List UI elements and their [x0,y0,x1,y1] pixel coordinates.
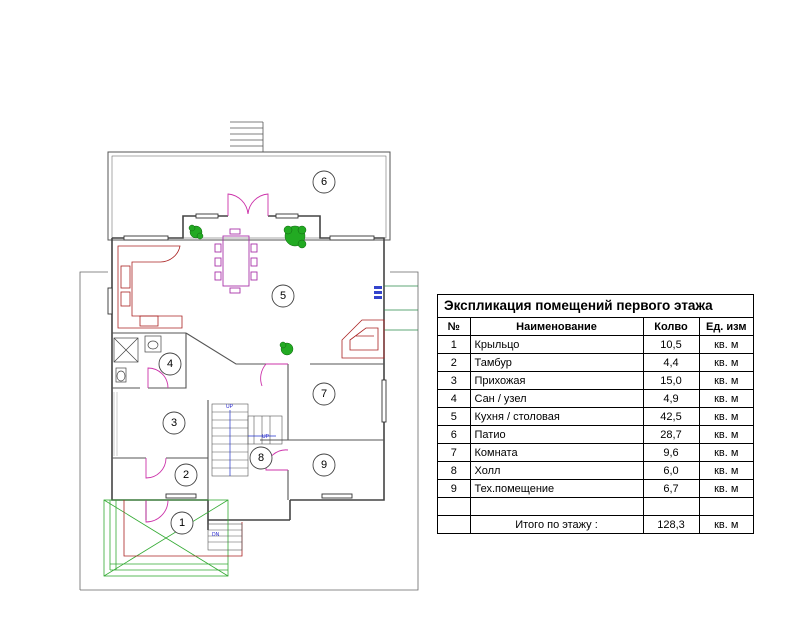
table-row: 5 Кухня / столовая 42,5 кв. м [438,407,753,426]
row-unit: кв. м [698,407,753,426]
row-unit: кв. м [698,389,753,408]
row-number: 1 [438,335,471,354]
kitchen-counter [117,245,183,329]
table-row: 7 Комната 9,6 кв. м [438,443,753,462]
side-frame [384,285,418,331]
header-unit: Ед. изм [698,318,753,336]
row-number: 5 [438,407,471,426]
total-unit: кв. м [698,515,753,533]
header-name: Наименование [469,318,644,336]
total-quantity: 128,3 [642,515,700,533]
table-row: 2 Тамбур 4,4 кв. м [438,353,753,372]
row-name: Комната [469,443,644,462]
room-schedule-table: Экспликация помещений первого этажа № На… [437,294,754,534]
room-number: 5 [280,290,286,302]
schedule-title: Экспликация помещений первого этажа [438,295,753,318]
bathroom-fixtures [113,335,162,383]
row-unit: кв. м [698,353,753,372]
room-number: 1 [179,517,185,529]
plant-icon [283,225,307,249]
row-name: Тех.помещение [469,479,644,498]
header-number: № [438,318,471,336]
room-marker-4: 4 [158,352,182,376]
stair-up-label: UP [226,404,234,410]
room-marker-1: 1 [170,511,194,535]
row-unit: кв. м [698,461,753,480]
room-number: 8 [258,452,264,464]
windows [107,213,387,499]
row-number: 3 [438,371,471,390]
plant-icon [188,224,204,240]
room-number: 3 [171,417,177,429]
site-outline-bottom [80,271,419,591]
row-name: Холл [469,461,644,480]
plant-icon [279,341,294,356]
total-label: Итого по этажу : [469,515,644,533]
top-steps [230,121,264,152]
wall-strip [113,392,118,456]
row-quantity: 9,6 [642,443,700,462]
empty-row [438,497,753,516]
row-unit: кв. м [698,371,753,390]
table-row: 4 Сан / узел 4,9 кв. м [438,389,753,408]
room-marker-5: 5 [271,284,295,308]
table-row: 6 Патио 28,7 кв. м [438,425,753,444]
row-quantity: 10,5 [642,335,700,354]
row-unit: кв. м [698,479,753,498]
row-quantity: 6,7 [642,479,700,498]
doors [145,193,289,523]
row-quantity: 42,5 [642,407,700,426]
dining-table [214,228,258,294]
row-unit: кв. м [698,425,753,444]
row-name: Патио [469,425,644,444]
row-quantity: 4,9 [642,389,700,408]
row-name: Тамбур [469,353,644,372]
table-row: 1 Крыльцо 10,5 кв. м [438,335,753,354]
room-marker-6: 6 [312,170,336,194]
row-unit: кв. м [698,335,753,354]
total-row: Итого по этажу : 128,3 кв. м [438,515,753,533]
row-name: Кухня / столовая [469,407,644,426]
radiator [374,286,382,299]
row-quantity: 6,0 [642,461,700,480]
row-unit: кв. м [698,443,753,462]
site-outline [79,271,108,590]
patio-outline [107,151,391,241]
room-marker-7: 7 [312,382,336,406]
row-name: Прихожая [469,371,644,390]
room-number: 2 [183,469,189,481]
stair-down-label: DN [212,532,220,538]
porch [103,499,229,577]
table-row: 9 Тех.помещение 6,7 кв. м [438,479,753,498]
stair-up-label: UP [262,434,270,440]
row-name: Сан / узел [469,389,644,408]
room-marker-9: 9 [312,453,336,477]
row-number: 7 [438,443,471,462]
room-marker-3: 3 [162,411,186,435]
porch-steps [207,523,243,551]
room-number: 7 [321,388,327,400]
room-marker-2: 2 [174,463,198,487]
room-number: 9 [321,459,327,471]
table-row: 8 Холл 6,0 кв. м [438,461,753,480]
row-quantity: 28,7 [642,425,700,444]
row-name: Крыльцо [469,335,644,354]
schedule-header-row: № Наименование Колво Ед. изм [438,318,753,336]
house-walls [111,215,385,530]
row-quantity: 15,0 [642,371,700,390]
room-marker-8: 8 [249,446,273,470]
row-number: 2 [438,353,471,372]
table-row: 3 Прихожая 15,0 кв. м [438,371,753,390]
header-quantity: Колво [642,318,700,336]
row-quantity: 4,4 [642,353,700,372]
room-number: 6 [321,176,327,188]
row-number: 6 [438,425,471,444]
room-number: 4 [167,358,173,370]
row-number: 8 [438,461,471,480]
stair-arrow [229,410,276,476]
row-number: 4 [438,389,471,408]
fireplace [341,319,385,359]
row-number: 9 [438,479,471,498]
